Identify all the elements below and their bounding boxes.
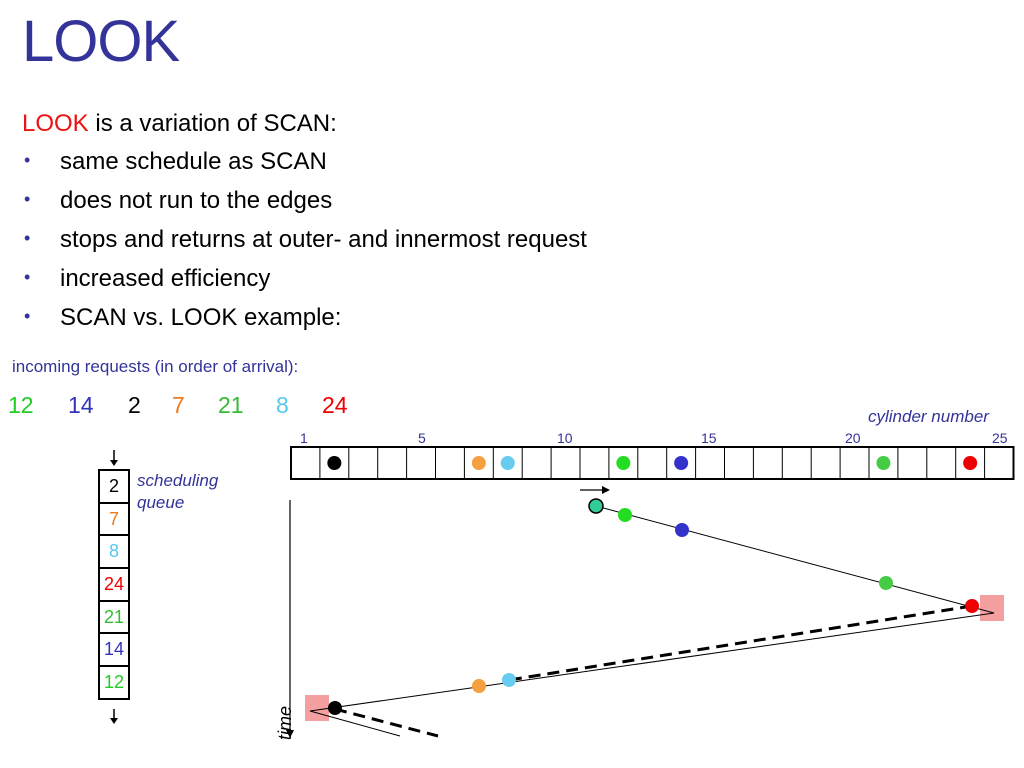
cylinder-request-dot: [616, 456, 631, 470]
cylinder-tick: 1: [300, 430, 308, 446]
scheduling-queue-label: scheduling queue: [137, 471, 219, 512]
request-value: 2: [128, 392, 141, 418]
cylinder-tick: 5: [418, 430, 426, 446]
request-value: 24: [322, 392, 348, 418]
queue-cell: 12: [98, 665, 130, 700]
path-point: [472, 679, 486, 693]
look-path: [508, 604, 973, 682]
cylinder-request-dot: [674, 456, 689, 470]
start-position-point: [588, 498, 604, 514]
cylinder-request-dot: [876, 456, 891, 470]
scan-edge-marker: [305, 695, 329, 721]
path-point: [675, 523, 689, 537]
incoming-requests-label: incoming requests (in order of arrival):: [12, 357, 299, 376]
incoming-requests: 12 14 2 7 21 8 24: [0, 392, 400, 422]
cylinder-tick: 15: [701, 430, 717, 446]
bullet-dot-icon: •: [24, 150, 31, 170]
bullet-dot-icon: •: [24, 228, 31, 248]
queue-in-arrow-head: [110, 460, 118, 466]
request-value: 8: [276, 392, 289, 418]
intro-keyword: LOOK: [22, 110, 89, 137]
request-value: 7: [172, 392, 185, 418]
request-value: 14: [68, 392, 94, 418]
cylinder-tick: 20: [845, 430, 861, 446]
path-point: [328, 701, 342, 715]
cylinder-request-dot: [963, 456, 978, 470]
cylinder-row-border: [290, 446, 1015, 480]
time-axis-head: [286, 730, 294, 738]
cylinder-number-label: cylinder number: [868, 407, 989, 426]
cylinder-tick: 25: [992, 430, 1008, 446]
request-value: 12: [8, 392, 34, 418]
scheduling-queue: 2 7 8 24 21 14 12: [98, 469, 130, 700]
cylinder-request-dot: [500, 456, 515, 470]
direction-arrow-head: [602, 486, 610, 494]
request-value: 21: [218, 392, 244, 418]
page-title: LOOK: [22, 9, 180, 74]
path-point: [965, 599, 979, 613]
bullet-dot-icon: •: [24, 267, 31, 287]
cylinder-tick: 10: [557, 430, 573, 446]
bullet-dot-icon: •: [24, 306, 31, 326]
cylinder-requests: [327, 456, 978, 470]
bullet-dot-icon: •: [24, 189, 31, 209]
cylinder-request-dot: [327, 456, 342, 470]
path-point: [502, 673, 516, 687]
scan-path: [309, 505, 995, 737]
intro-line: LOOK is a variation of SCAN:: [22, 110, 337, 138]
intro-rest: is a variation of SCAN:: [88, 110, 337, 137]
cylinder-row: [290, 446, 1015, 480]
path-point: [618, 508, 632, 522]
cylinder-request-dot: [471, 456, 486, 470]
path-point: [879, 576, 893, 590]
queue-out-arrow-head: [110, 718, 118, 724]
scan-edge-marker: [980, 595, 1004, 621]
